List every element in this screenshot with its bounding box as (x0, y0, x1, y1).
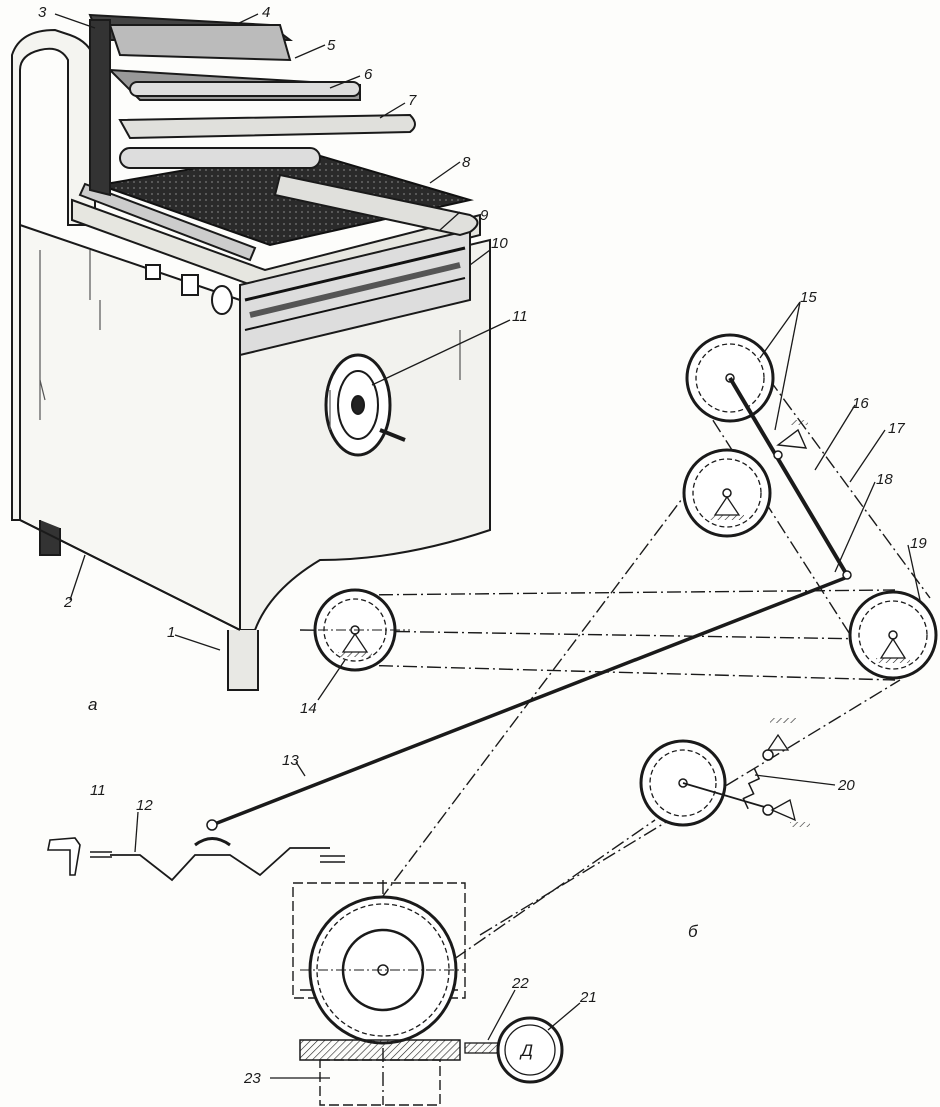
callout-16: 16 (852, 395, 869, 412)
arm-8 (273, 173, 479, 237)
table-top (71, 198, 481, 292)
pulley-15-lower (682, 448, 772, 538)
control-box-2 (181, 274, 199, 296)
callout-14: 14 (300, 700, 317, 717)
roller-lower (119, 147, 321, 169)
callout-8: 8 (462, 154, 471, 171)
callout-13: 13 (282, 752, 299, 769)
tensioner-20 (639, 718, 810, 827)
side-knob (211, 285, 233, 315)
callout-11-crank: 11 (90, 782, 106, 799)
callout-5: 5 (327, 37, 336, 54)
back-plate (89, 19, 111, 197)
left-column (11, 28, 96, 521)
crankshaft-12 (110, 847, 330, 882)
callout-20: 20 (837, 777, 855, 794)
pivot-support-16 (776, 428, 808, 449)
tray-4 (108, 24, 292, 62)
crank-handle-11 (47, 837, 112, 876)
callout-18: 18 (876, 471, 893, 488)
callout-4: 4 (262, 4, 270, 21)
pulley-14 (300, 588, 410, 672)
leaders-b (134, 301, 921, 1079)
callout-11-handwheel: 11 (512, 308, 528, 325)
callout-12: 12 (136, 797, 153, 814)
link-13 (211, 576, 846, 827)
pulley-19 (848, 590, 938, 680)
callout-1: 1 (167, 624, 175, 641)
cabinet-front (19, 223, 241, 632)
leg (227, 630, 259, 691)
control-box-1 (145, 264, 161, 280)
callout-19: 19 (910, 535, 927, 552)
callout-17: 17 (888, 420, 905, 437)
callout-9: 9 (480, 207, 489, 224)
rail-left (78, 182, 257, 262)
callout-2: 2 (63, 594, 73, 611)
motor-21 (496, 1016, 564, 1084)
callout-6: 6 (364, 66, 373, 83)
part-label-b: б (688, 922, 699, 941)
roller-6 (129, 81, 361, 97)
part-label-a: а (88, 695, 97, 714)
bar-7 (118, 113, 416, 140)
callout-3: 3 (38, 4, 47, 21)
labels: 3 4 5 6 7 8 9 10 11 2 1 а 15 16 17 18 19… (38, 4, 927, 1087)
main-drum (292, 882, 506, 1106)
handwheel (324, 353, 406, 457)
leaders-a (54, 13, 511, 651)
callout-7: 7 (408, 92, 417, 109)
lever-16 (728, 376, 849, 577)
callout-10: 10 (491, 235, 508, 252)
callout-15: 15 (800, 289, 817, 306)
kinematic-scheme (47, 333, 938, 1106)
callout-23: 23 (243, 1070, 261, 1087)
callout-21: 21 (579, 989, 597, 1006)
motor-letter: Д (519, 1041, 533, 1060)
machine-drawing (11, 13, 491, 691)
left-foot (39, 520, 61, 556)
callout-22: 22 (511, 975, 529, 992)
